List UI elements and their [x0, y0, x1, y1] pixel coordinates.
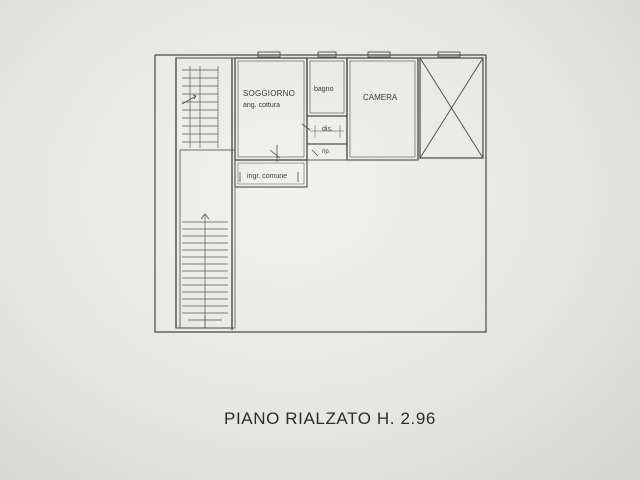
room-label-soggiorno: SOGGIORNO	[243, 89, 296, 98]
room-label-camera: CAMERA	[363, 93, 398, 102]
room-label-ingresso-comune: ingr. comune	[247, 173, 288, 180]
room-label-ang-cottura: ang. cottura	[243, 102, 280, 109]
room-label-rip: rip.	[322, 149, 331, 155]
plan-title: PIANO RIALZATO H. 2.96	[224, 409, 436, 428]
room-label-dis: dis.	[322, 126, 333, 133]
windows	[257, 51, 461, 58]
lot-lines	[234, 159, 418, 328]
door-openings	[239, 123, 319, 182]
staircase	[175, 57, 236, 330]
void-area	[419, 57, 484, 159]
room-label-bagno: bagno	[314, 86, 334, 93]
apartment-walls	[234, 57, 419, 188]
